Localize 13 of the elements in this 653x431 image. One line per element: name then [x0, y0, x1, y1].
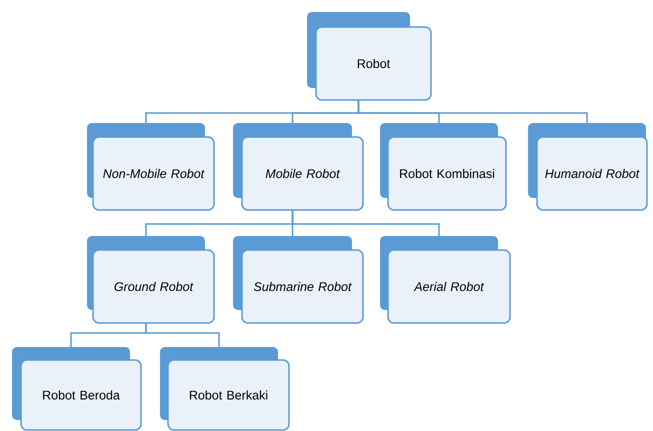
- process-box: Robot: [307, 12, 432, 101]
- process-box: Robot Kombinasi: [380, 123, 507, 211]
- process-box: Ground Robot: [87, 236, 215, 324]
- connector: [292, 210, 440, 236]
- connector: [358, 100, 588, 123]
- process-box: Robot Beroda: [12, 347, 142, 431]
- process-box: Mobile Robot: [233, 123, 364, 211]
- process-box: Humanoid Robot: [528, 123, 648, 211]
- connector: [145, 323, 220, 347]
- process-box: Aerial Robot: [380, 236, 511, 324]
- process-box: Robot Berkaki: [160, 347, 290, 431]
- process-box: Submarine Robot: [233, 236, 364, 324]
- process-box: Non-Mobile Robot: [87, 123, 215, 211]
